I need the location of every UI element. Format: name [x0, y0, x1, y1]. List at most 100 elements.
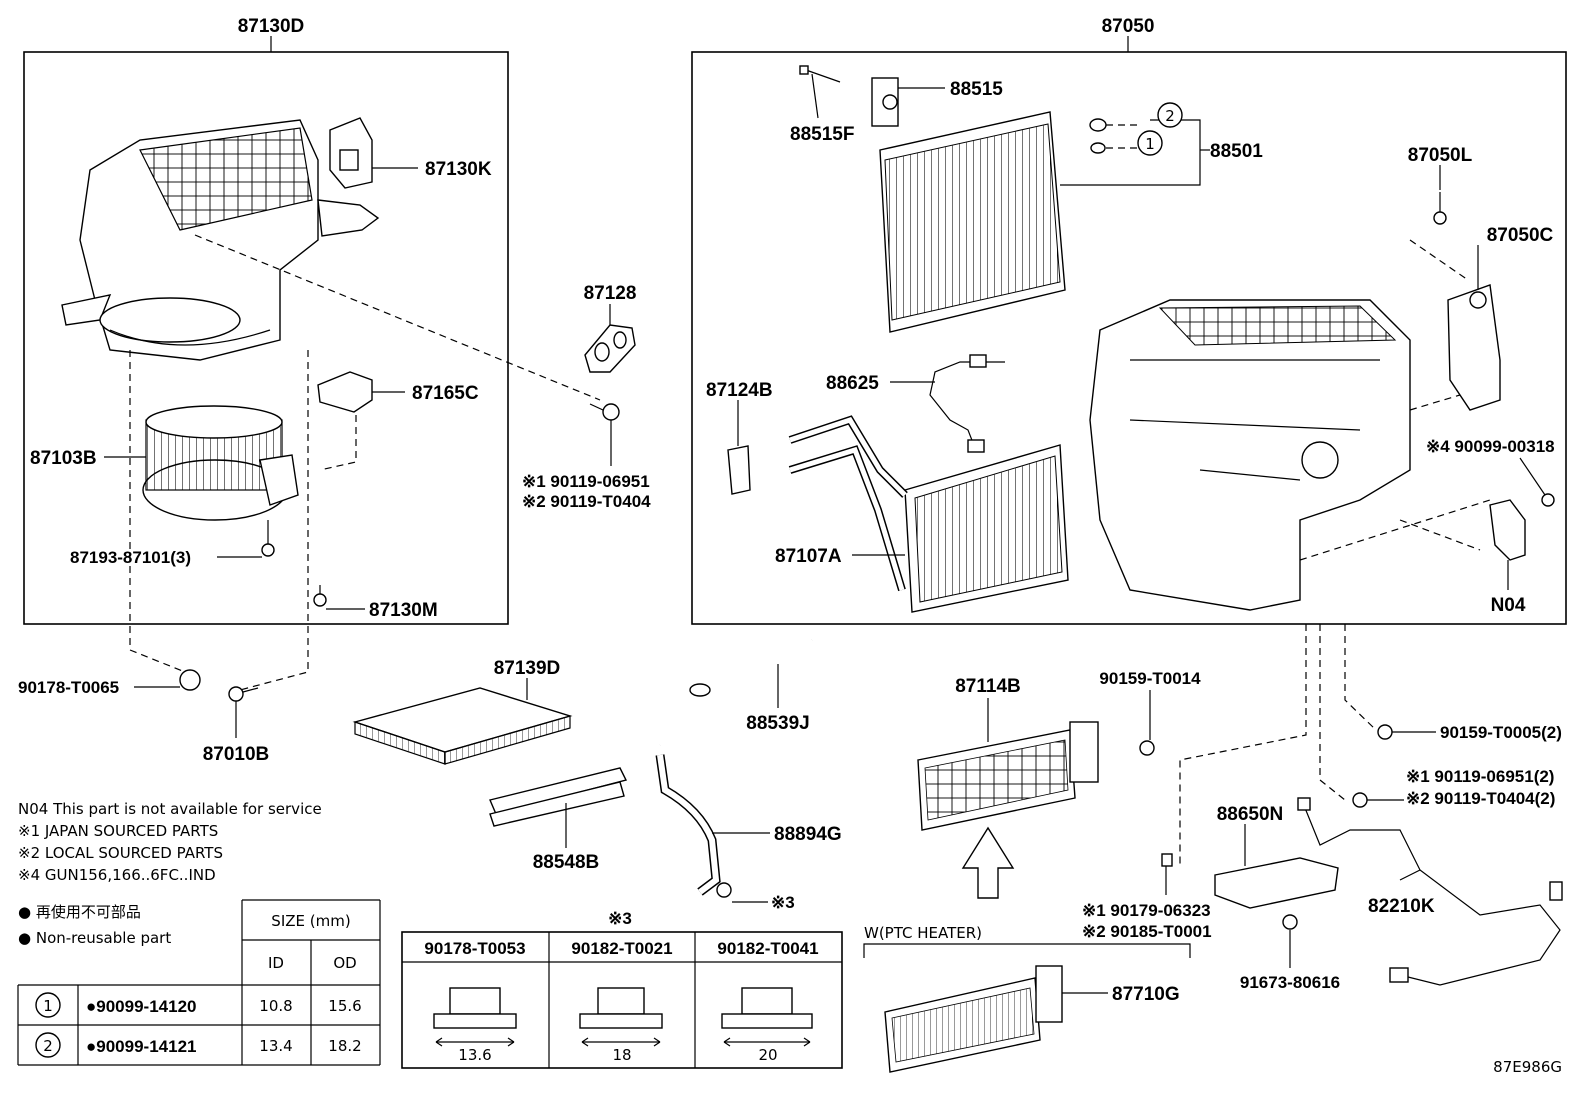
ptc-heater-87710G-illustration	[884, 965, 1063, 1073]
label-88894G: 88894G	[712, 824, 842, 845]
ptc-heater-note: W(PTC HEATER)	[864, 924, 982, 942]
evaporator-88501-illustration	[879, 111, 1066, 333]
blower-housing-illustration	[61, 119, 380, 361]
label-87050C: 87050C	[1477, 225, 1554, 290]
nut-table-ref: ※3	[608, 909, 632, 928]
svg-text:87710G: 87710G	[1112, 984, 1180, 1005]
label-88501: 88501	[1210, 141, 1263, 162]
sensor-88625-illustration	[929, 354, 1005, 453]
nut-col2-part: 90182-T0021	[571, 939, 672, 958]
label-87710G: 87710G	[1062, 984, 1180, 1005]
nut-drawing-3	[721, 987, 813, 1047]
label-87124B: 87124B	[706, 380, 773, 446]
note-local: ※2 LOCAL SOURCED PARTS	[18, 844, 223, 862]
o-ring-callout-2: 2	[1157, 102, 1183, 128]
screw-90119-2-illustration	[1352, 792, 1368, 808]
bracket-88650N-illustration	[1161, 853, 1339, 930]
resistor-87165C-illustration	[317, 371, 373, 413]
svg-text:1: 1	[1145, 135, 1155, 153]
group-box-87130D	[23, 51, 509, 625]
label-90159-T0014: 90159-T0014	[1099, 669, 1201, 740]
svg-text:87010B: 87010B	[203, 744, 270, 765]
svg-text:※2 90119-T0404(2): ※2 90119-T0404(2)	[1406, 789, 1555, 808]
size-row2-num: 2	[43, 1037, 53, 1055]
svg-text:※1 90119-06951: ※1 90119-06951	[522, 472, 650, 491]
air-filter-87139D-illustration	[352, 687, 573, 765]
screw-90119-illustration	[589, 403, 620, 421]
label-87010B: 87010B	[203, 701, 270, 765]
label-88650N: 88650N	[1217, 804, 1284, 866]
svg-text:2: 2	[1165, 107, 1175, 125]
group-label-87050: 87050	[1102, 16, 1155, 37]
clip-90178-illustration	[179, 669, 201, 691]
svg-text:82210K: 82210K	[1368, 896, 1435, 917]
nut-col1-part: 90178-T0053	[424, 939, 525, 958]
svg-text:87139D: 87139D	[494, 658, 561, 679]
svg-text:※2 90119-T0404: ※2 90119-T0404	[522, 492, 651, 511]
svg-text:87130K: 87130K	[425, 159, 492, 180]
screw-87193-illustration	[261, 520, 275, 557]
svg-text:87165C: 87165C	[412, 383, 479, 404]
wire-harness-82210K-illustration	[1297, 797, 1563, 986]
legend-en: ● Non-reusable part	[18, 929, 171, 947]
svg-text:87193-87101(3): 87193-87101(3)	[70, 548, 191, 567]
o-ring-callout-1: 1	[1137, 130, 1163, 156]
nut-col1-size: 13.6	[458, 1046, 491, 1064]
note-gun: ※4 GUN156,166..6FC..IND	[18, 866, 216, 884]
svg-text:※3: ※3	[771, 893, 795, 912]
label-N04: N04	[1491, 560, 1526, 616]
label-87139D: 87139D	[494, 658, 561, 700]
svg-text:※1 90119-06951(2): ※1 90119-06951(2)	[1406, 767, 1554, 786]
drain-hose-88539J-illustration	[657, 637, 813, 746]
label-90119-right: ※1 90119-06951(2) ※2 90119-T0404(2)	[1367, 767, 1555, 808]
hvac-unit-87050-illustration	[1089, 299, 1411, 611]
o-rings-illustration	[1089, 118, 1140, 154]
svg-text:87114B: 87114B	[955, 676, 1021, 697]
diagram-code: 87E986G	[1493, 1058, 1562, 1076]
drain-hose-88894G-illustration	[655, 754, 732, 898]
svg-text:90159-T0014: 90159-T0014	[1099, 669, 1201, 688]
label-90099-00318: ※4 90099-00318	[1426, 437, 1555, 496]
size-row2-part: ●90099-14121	[86, 1037, 196, 1056]
svg-text:※4 90099-00318: ※4 90099-00318	[1426, 437, 1555, 456]
clamp-87124B-illustration	[727, 445, 751, 495]
bolt-87010B-illustration	[228, 686, 259, 702]
ptc-bracket-line	[863, 943, 1191, 958]
screw-87130M-illustration	[313, 585, 327, 607]
note-japan: ※1 JAPAN SOURCED PARTS	[18, 822, 218, 840]
nut-col3-part: 90182-T0041	[717, 939, 818, 958]
arrow-up-icon	[961, 826, 1015, 899]
label-88548B: 88548B	[533, 803, 600, 873]
label-87114B: 87114B	[955, 676, 1021, 742]
size-row1-part: ●90099-14120	[86, 997, 196, 1016]
svg-text:88548B: 88548B	[533, 852, 600, 873]
ptc-heater-87114B-illustration	[917, 721, 1155, 831]
label-88539J: 88539J	[746, 664, 810, 734]
label-91673-80616: 91673-80616	[1240, 930, 1340, 992]
label-87103B: 87103B	[30, 448, 146, 469]
size-table: SIZE (mm) ID OD 1 ●90099-14120 10.8 15.6…	[17, 899, 381, 1066]
svg-text:※2 90185-T0001: ※2 90185-T0001	[1082, 922, 1212, 941]
size-row2-od: 18.2	[328, 1037, 361, 1055]
svg-text:87128: 87128	[584, 283, 637, 304]
svg-text:88501: 88501	[1210, 141, 1263, 162]
grommet-87128-illustration	[584, 324, 636, 373]
svg-text:88894G: 88894G	[774, 824, 842, 845]
svg-text:88650N: 88650N	[1217, 804, 1284, 825]
bracket-N04-illustration	[1489, 493, 1555, 561]
blower-motor-87103B-illustration	[142, 405, 299, 521]
svg-text:87124B: 87124B	[706, 380, 773, 401]
group-box-87050	[691, 51, 1567, 625]
group-label-87130D: 87130D	[238, 16, 305, 37]
notes-block: N04 This part is not available for servi…	[18, 800, 322, 884]
label-87130M: 87130M	[326, 600, 438, 621]
label-87165C: 87165C	[372, 383, 479, 404]
label-87050L: 87050L	[1408, 145, 1473, 190]
svg-text:88625: 88625	[826, 373, 879, 394]
label-90119-left: ※1 90119-06951 ※2 90119-T0404	[522, 420, 651, 511]
svg-text:88515: 88515	[950, 79, 1003, 100]
label-88894G-ref: ※3	[732, 893, 795, 912]
label-87128: 87128	[584, 283, 637, 325]
label-87130K: 87130K	[372, 159, 492, 180]
